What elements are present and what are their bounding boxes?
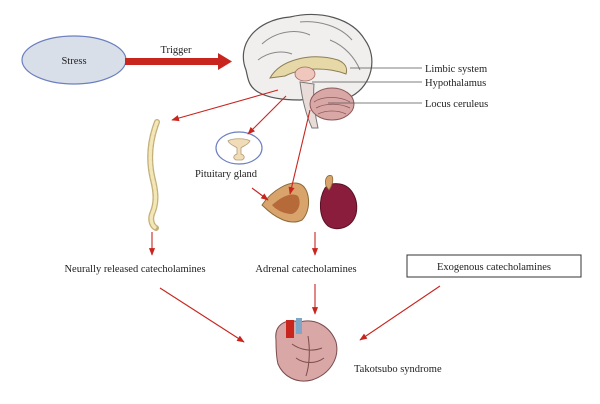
exogenous-to-heart-arrow <box>359 285 441 341</box>
brain-to-pituitary-arrow <box>247 95 287 135</box>
stress-label: Stress <box>61 56 86 67</box>
pituitary-to-adrenal-arrow <box>251 187 269 201</box>
trigger-label: Trigger <box>160 45 192 56</box>
limbic-system-label: Limbic system <box>425 64 487 75</box>
spine-icon <box>147 119 160 231</box>
cerebellum-icon <box>309 87 355 121</box>
heart-icon <box>275 318 338 382</box>
brain-icon <box>242 13 373 129</box>
brain-to-adrenal-arrow <box>288 109 311 195</box>
adrenal-catecholamines-label: Adrenal catecholamines <box>255 264 356 275</box>
takotsubo-label: Takotsubo syndrome <box>354 364 442 375</box>
adrenal-gland-icon <box>261 182 309 223</box>
hypothalamus-label: Hypothalamus <box>425 78 486 89</box>
kidney-icon <box>320 175 358 230</box>
exogenous-label: Exogenous catecholamines <box>437 262 551 273</box>
locus-ceruleus-label: Locus ceruleus <box>425 99 488 110</box>
brain-to-spine-arrow <box>171 89 279 122</box>
pituitary-icon <box>215 131 263 165</box>
trigger-arrow <box>125 53 232 70</box>
pituitary-gland-label: Pituitary gland <box>195 169 258 180</box>
neural-to-heart-arrow <box>159 287 245 343</box>
exogenous-box: Exogenous catecholamines <box>406 254 582 278</box>
stress-node: Stress <box>21 35 127 85</box>
neurally-released-label: Neurally released catecholamines <box>64 264 205 275</box>
